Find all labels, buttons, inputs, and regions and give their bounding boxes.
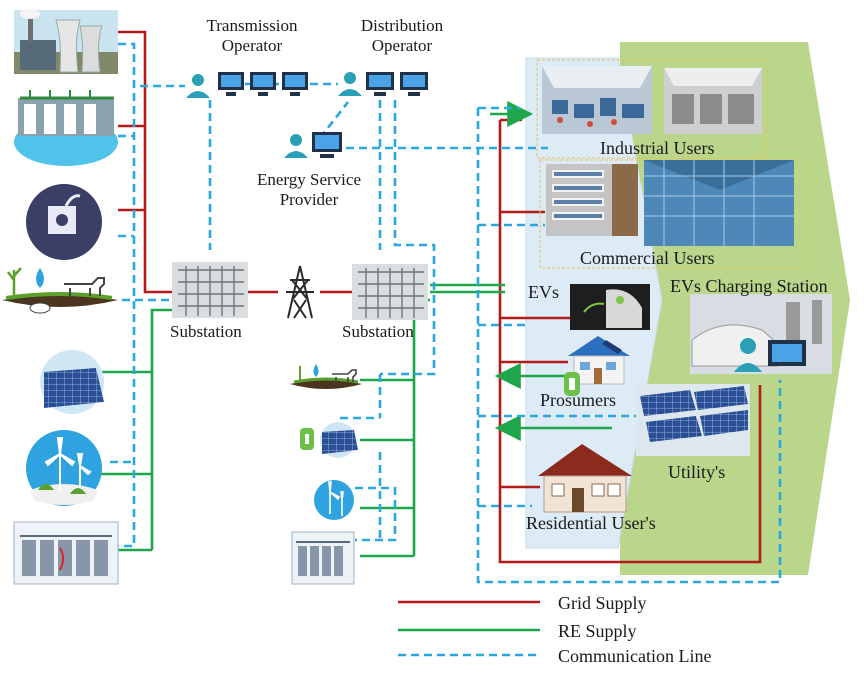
utilitys-icon (636, 384, 750, 456)
distribution-operator-label: Distribution Operator (360, 16, 444, 55)
industrial-users-icon (536, 59, 768, 159)
prosumers-label: Prosumers (540, 390, 616, 410)
energy-provider-workstation-icon (284, 132, 342, 158)
legend-comm-label: Communication Line (558, 646, 712, 666)
substation-icon (172, 262, 248, 318)
legend-grid-label: Grid Supply (558, 593, 647, 613)
mid-solar-icon (300, 422, 358, 458)
solar-panel-icon (40, 350, 104, 414)
distribution-operator-workstation-icon (338, 72, 428, 96)
ev-charging-station-icon (690, 294, 832, 374)
biomass-icon (2, 267, 118, 314)
grid-supply-lines (118, 30, 762, 564)
commercial-users-label: Commercial Users (580, 248, 715, 268)
mid-biomass-icon (290, 364, 362, 389)
substation-left-label: Substation (170, 322, 242, 341)
transmission-operator-label: Transmission Operator (206, 16, 298, 55)
residential-users-icon (538, 444, 632, 513)
evs-label: EVs (528, 282, 559, 302)
substation-right-label: Substation (342, 322, 414, 341)
prosumers-icon (564, 336, 630, 396)
ev-charging-station-label: EVs Charging Station (670, 276, 828, 296)
energy-service-provider-label: Energy Service Provider (256, 170, 361, 209)
transmission-tower-icon (286, 265, 314, 319)
operator-workstation-icon (186, 72, 308, 98)
mid-battery-icon (291, 531, 355, 585)
residential-users-label: Residential User's (526, 513, 656, 533)
nuclear-icon (20, 178, 102, 260)
industrial-users-label: Industrial Users (600, 138, 715, 158)
thermal-plant-icon (14, 9, 118, 74)
battery-storage-icon (13, 521, 119, 585)
hydro-dam-icon (14, 90, 118, 166)
communication-lines (110, 42, 782, 584)
evs-icon (570, 284, 650, 330)
utilitys-label: Utility's (668, 462, 726, 482)
mid-wind-icon (314, 480, 354, 520)
substation-right-icon (352, 264, 428, 320)
legend (398, 600, 540, 657)
commercial-users-icon (539, 159, 807, 269)
legend-re-label: RE Supply (558, 621, 637, 641)
wind-turbine-icon (26, 430, 102, 506)
